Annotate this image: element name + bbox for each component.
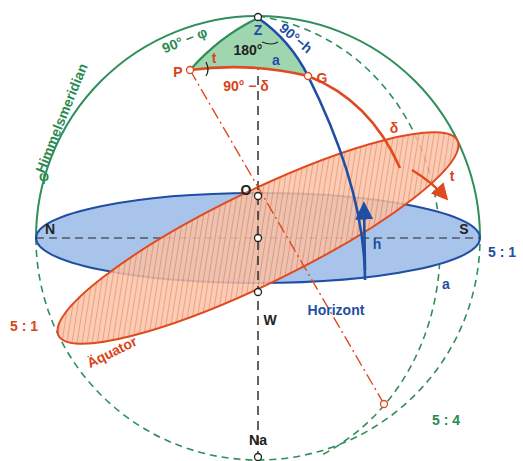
angle-arc bbox=[206, 62, 208, 76]
points bbox=[187, 14, 388, 461]
point-label: Z bbox=[254, 23, 263, 37]
point-label: O bbox=[241, 183, 252, 197]
polar-axis bbox=[190, 70, 384, 404]
angle-label: t bbox=[212, 51, 217, 65]
vertical-circle bbox=[258, 18, 365, 280]
circle-label: Himmelsmeridian bbox=[33, 61, 90, 174]
angle-label: δ bbox=[390, 121, 399, 135]
angle-arc bbox=[262, 42, 278, 44]
angle-label: 90° − δ bbox=[223, 79, 269, 93]
angle-label: t bbox=[450, 169, 455, 183]
angle-label: 180° bbox=[234, 43, 263, 57]
direction-label: N bbox=[45, 222, 55, 236]
direction-label: W bbox=[263, 313, 276, 327]
altitude-arrow bbox=[364, 205, 365, 270]
ratio-label: 5 : 1 bbox=[10, 319, 38, 333]
angle-label: a bbox=[272, 53, 280, 67]
direction-label: S bbox=[459, 222, 468, 236]
ratio-label: 5 : 4 bbox=[432, 413, 460, 427]
angle-label: h bbox=[373, 237, 382, 251]
hour-circle bbox=[190, 67, 400, 168]
plane-label: Horizont bbox=[308, 303, 365, 317]
angle-label: a bbox=[442, 277, 450, 291]
ratio-label: 5 : 1 bbox=[488, 245, 516, 259]
point-label: Na bbox=[249, 433, 267, 447]
point-label: G bbox=[317, 71, 328, 85]
point-label: P bbox=[173, 65, 182, 79]
angle-label: φ bbox=[39, 169, 49, 183]
hour-angle-arrow bbox=[412, 170, 446, 198]
